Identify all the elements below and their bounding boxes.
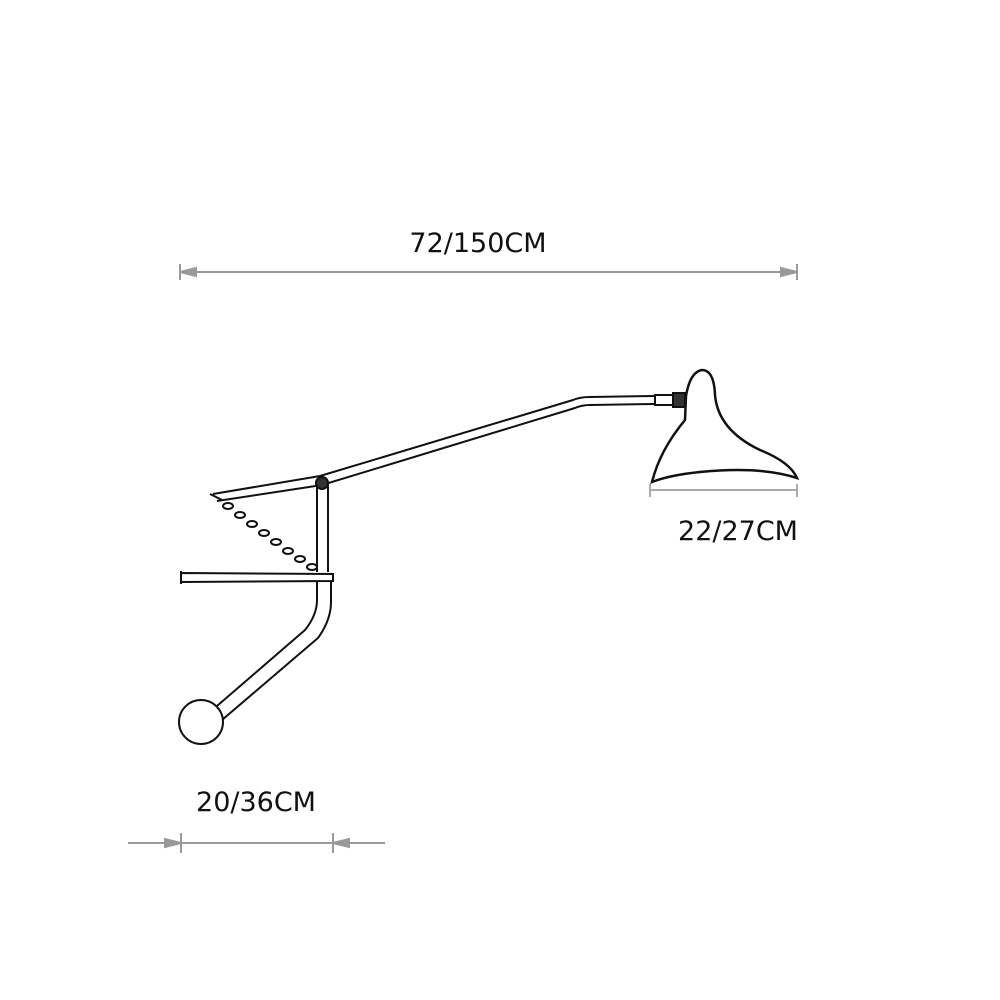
- shade-dimension-line: [649, 484, 798, 497]
- lamp-shade: [650, 368, 800, 485]
- wall-mount-post: [178, 476, 334, 745]
- wall-arm-reach-label: 20/36CM: [196, 787, 316, 818]
- chain: [209, 493, 318, 571]
- shade-diameter-label: 22/27CM: [678, 516, 798, 547]
- overall-length-dimension-line: [179, 264, 798, 280]
- lamp-arm: [212, 392, 686, 502]
- reach-dimension-line: [128, 833, 385, 853]
- overall-length-label: 72/150CM: [409, 228, 547, 259]
